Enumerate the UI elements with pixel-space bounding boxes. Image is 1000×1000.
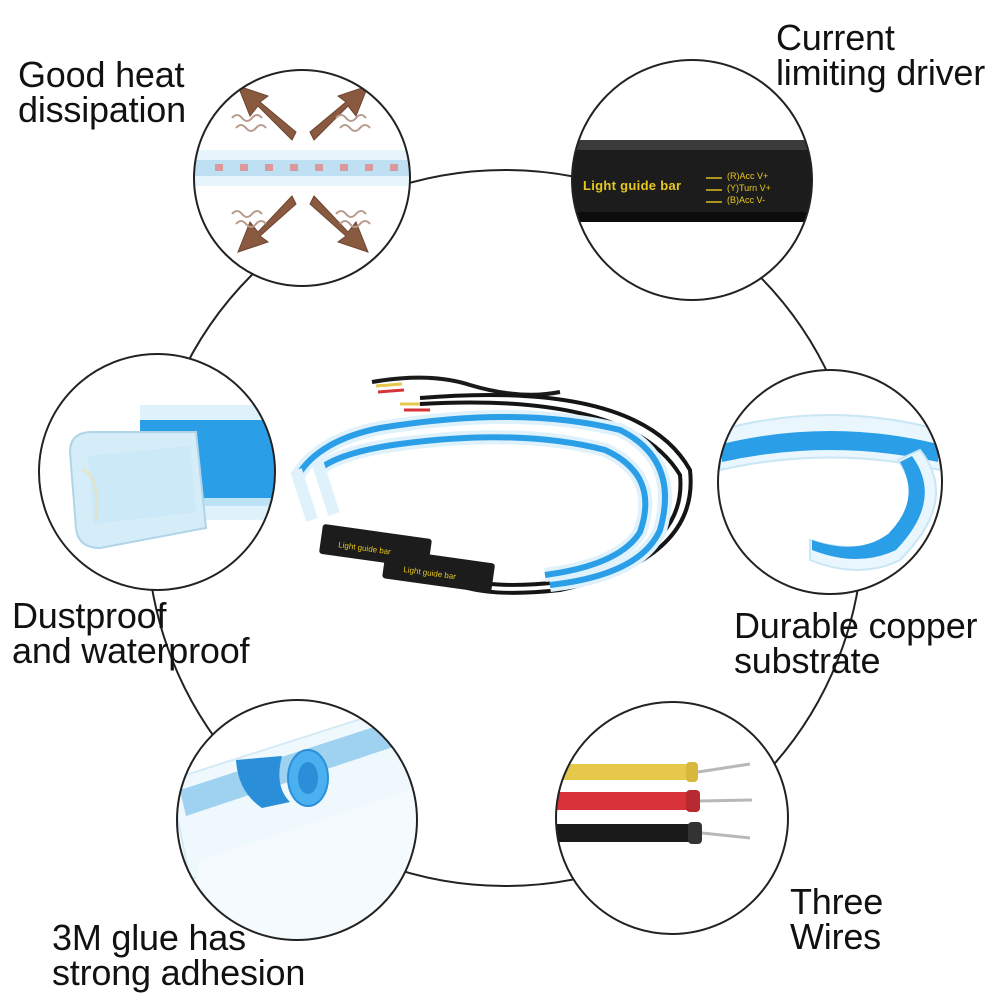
label-copper-substrate: Durable copper substrate	[734, 605, 978, 681]
label-copper-line1: Durable copper	[734, 605, 978, 646]
label-glue-line1: 3M glue has	[52, 917, 246, 958]
driver-wire-r: (R)Acc V+	[727, 171, 769, 181]
driver-wire-y: (Y)Turn V+	[727, 183, 771, 193]
label-dustproof: Dustproof and waterproof	[12, 595, 250, 671]
label-heat-dissipation: Good heat dissipation	[18, 54, 186, 130]
label-heat-line2: dissipation	[18, 89, 186, 130]
three-wires-circle	[555, 701, 789, 935]
central-led-strip-product: Light guide bar Light guide bar	[290, 375, 693, 595]
heat-dissipation-circle	[193, 69, 411, 287]
label-dust-line1: Dustproof	[12, 595, 167, 636]
glue-circle	[176, 699, 418, 941]
label-copper-line2: substrate	[734, 640, 881, 681]
label-three-wires: Three Wires	[790, 881, 884, 957]
heat-arrows-icon	[237, 85, 369, 253]
driver-wire-b: (B)Acc V-	[727, 195, 766, 205]
label-wires-line2: Wires	[790, 916, 881, 957]
driver-box-title: Light guide bar	[583, 178, 682, 193]
copper-substrate-circle	[717, 369, 943, 595]
three-wires-icon	[556, 762, 753, 844]
driver-circle	[571, 59, 813, 301]
label-driver-line2: limiting driver	[776, 52, 986, 93]
label-dust-line2: and waterproof	[12, 630, 250, 671]
label-heat-line1: Good heat	[18, 54, 185, 95]
dustproof-circle	[38, 353, 276, 591]
label-wires-line1: Three	[790, 881, 884, 922]
label-3m-glue: 3M glue has strong adhesion	[52, 917, 306, 993]
label-current-limiting-driver: Current limiting driver	[776, 17, 986, 93]
label-driver-line1: Current	[776, 17, 895, 58]
label-glue-line2: strong adhesion	[52, 952, 306, 993]
